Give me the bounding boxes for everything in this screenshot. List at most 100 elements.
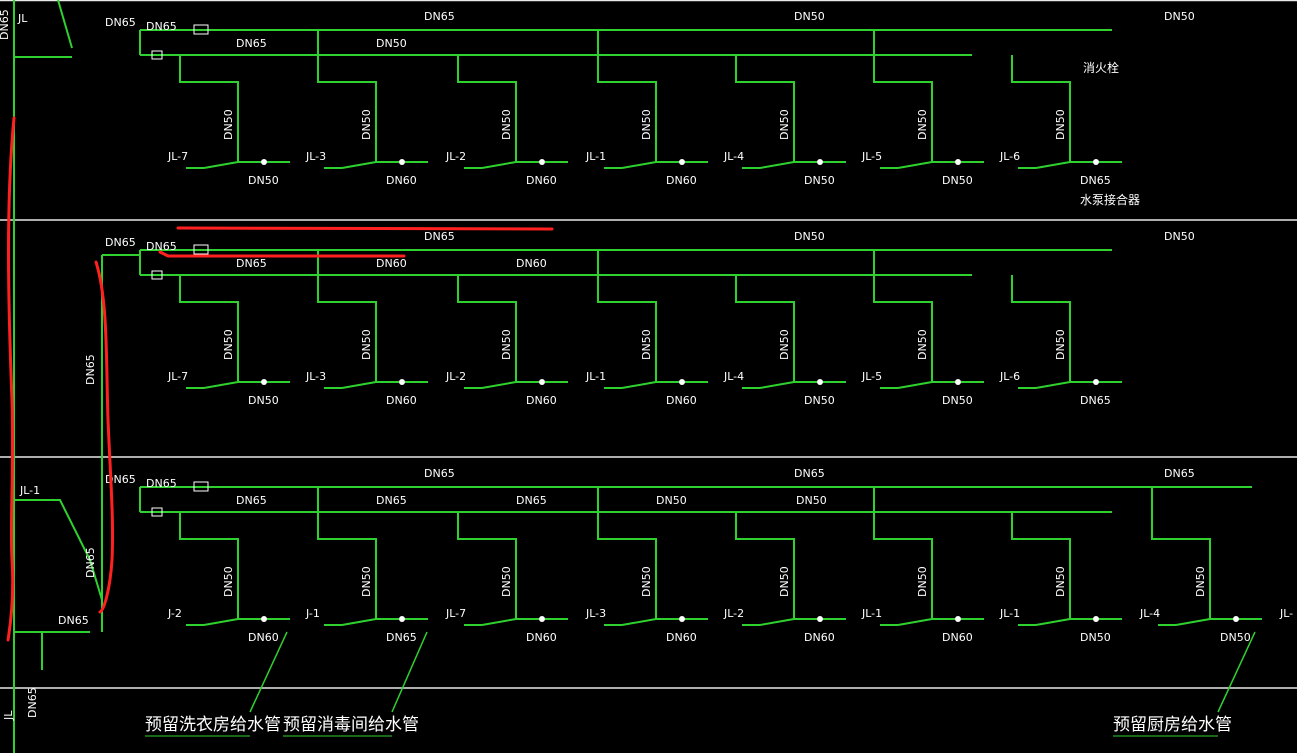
riser-size-label: DN50 [640,329,653,360]
main-pipe-label: DN65 [794,467,825,480]
outlet-size-label: DN60 [666,174,697,187]
valve-symbol [151,50,163,60]
bottom-valve-label: DN65 [58,614,89,627]
main-pipe-label: DN65 [424,230,455,243]
branch-pipe-label: DN60 [516,257,547,270]
stack-connector [1035,618,1071,626]
stack-connector [481,381,517,389]
stack-tag: JL-4 [723,150,744,163]
branch-pipe-label: DN65 [376,494,407,507]
outlet-point [679,379,685,385]
outlet-point [955,379,961,385]
stack-tag: JL-6 [999,150,1020,163]
outlet-size-label: DN60 [248,631,279,644]
floor-lines [0,0,1297,689]
stack-tag: JL-4 [1139,607,1160,620]
note-leader-2 [391,631,428,713]
main-pipe-label: DN50 [794,230,825,243]
left-pipe-label: DN65 [105,236,136,249]
outlet-size-label: DN50 [804,394,835,407]
stack-tag: JL-4 [723,370,744,383]
outlet-point [261,616,267,622]
outlet-point [955,159,961,165]
red-markup [6,116,554,642]
fixed-labels: DN65 JL DN65 JL DN65 JL-1 DN65 DN65 消火栓 … [0,9,1140,721]
stack-connector [759,381,795,389]
branch-pipe-label: DN65 [516,494,547,507]
riser-diagonal-top [57,0,73,49]
stack-tag: JL- [1279,607,1293,620]
stack-connector [341,618,377,626]
stack-connector [481,161,517,169]
top-edge-dn65: DN65 [0,9,11,40]
outlet-size-label: DN60 [386,394,417,407]
note-kitchen: 预留厨房给水管 [1113,715,1232,735]
stack-tag: JL-7 [167,370,188,383]
riser-size-label: DN50 [778,329,791,360]
outlet-size-label: DN50 [248,394,279,407]
riser-size-label: DN50 [1054,109,1067,140]
branch-pipe-label: DN60 [376,257,407,270]
riser-size-label: DN50 [1194,566,1207,597]
bottom-notes: 预留洗衣房给水管 预留消毒间给水管 预留厨房给水管 [145,631,1256,737]
fixture-branch [179,55,290,163]
red-markup-upper-line [176,226,554,231]
fixture-branch [317,250,428,383]
left-pipe-label: DN65 [146,477,177,490]
riser-size-label: DN50 [500,109,513,140]
riser-size-label: DN50 [916,109,929,140]
outlet-size-label: DN60 [526,631,557,644]
note-disinfect: 预留消毒间给水管 [283,715,419,735]
fixture-branch [873,250,984,383]
red-markup-left-bracket [6,116,16,642]
stack-connector [1175,618,1211,626]
outlet-point [261,379,267,385]
valve-symbol [151,507,163,517]
valve-symbol [193,24,209,35]
bottom-left-dn65: DN65 [26,687,39,718]
riser-size-label: DN50 [778,109,791,140]
branch-pipe-label: DN65 [236,37,267,50]
outlet-size-label: DN50 [942,394,973,407]
bottom-left-jl: JL [2,710,15,721]
outlet-size-label: DN50 [248,174,279,187]
left-riser [13,0,140,753]
stack-connector [341,381,377,389]
riser-size-label: DN50 [222,109,235,140]
outlet-point [817,379,823,385]
riser-size-label: DN50 [360,566,373,597]
fixture-branch [597,30,708,163]
stack-connector [1035,161,1071,169]
valve-symbol [193,244,209,255]
stack-tag: JL-2 [445,370,466,383]
stack-tag: JL-7 [445,607,466,620]
branch-pipe-label: DN65 [236,257,267,270]
riser-size-label: DN50 [1054,566,1067,597]
valve-symbol [193,481,209,492]
riser-size-label: DN50 [500,329,513,360]
fixture-branch [179,512,290,620]
stack-tag: JL-3 [585,607,606,620]
stack-tag: JL-1 [585,370,606,383]
left-pipe-label: DN65 [105,473,136,486]
outlet-size-label: DN65 [1080,394,1111,407]
stack-tag: JL-5 [861,150,882,163]
fixture-branch [1011,55,1122,163]
outlet-size-label: DN50 [1080,631,1111,644]
fixture-branch [597,250,708,383]
outlet-point [817,159,823,165]
red-markup-mid-bracket [94,260,115,614]
row2-vertical-label: DN65 [84,354,97,385]
outlet-size-label: DN60 [804,631,835,644]
main-pipe-label: DN65 [1164,467,1195,480]
branch-pipe-label: DN65 [236,494,267,507]
fixture-branch [873,30,984,163]
riser-size-label: DN50 [222,329,235,360]
fixture-branch [317,30,428,163]
outlet-point [539,159,545,165]
riser-size-label: DN50 [916,566,929,597]
outlet-point [817,616,823,622]
outlet-point [679,616,685,622]
outlet-size-label: DN60 [526,174,557,187]
